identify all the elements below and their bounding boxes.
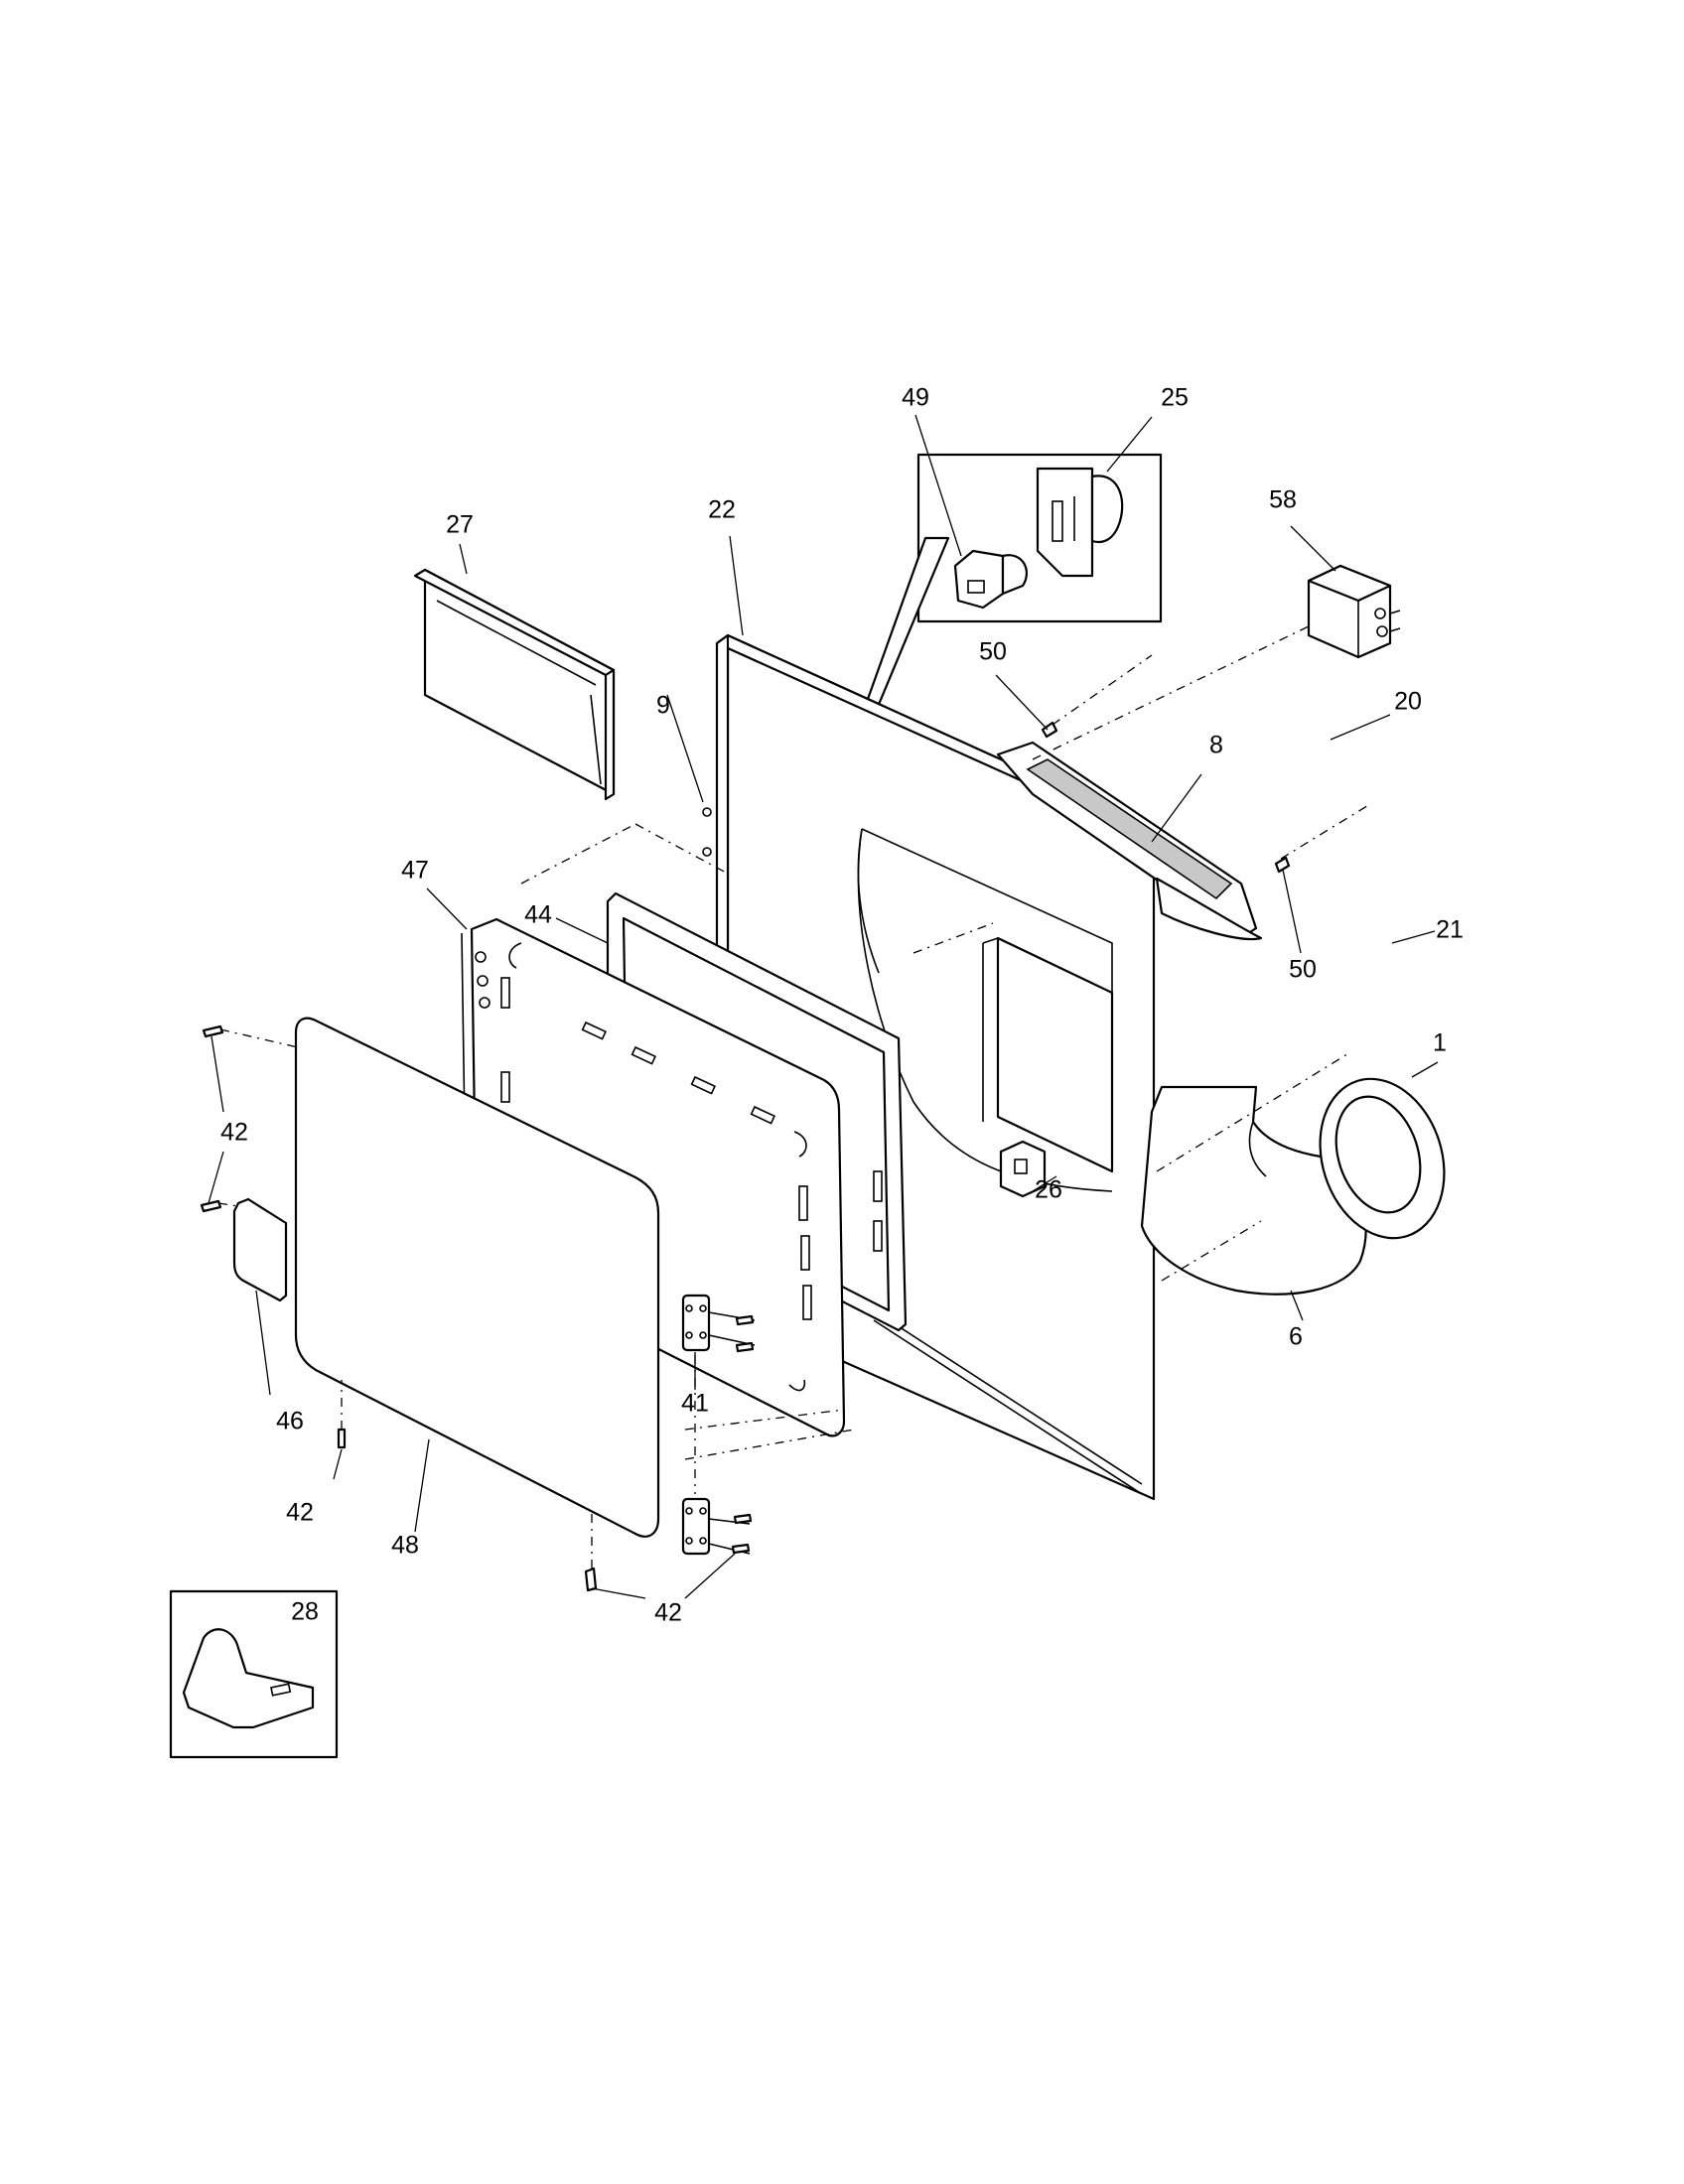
callout-6: 6: [1289, 1323, 1303, 1351]
callout-20: 20: [1394, 688, 1422, 716]
callout-44: 44: [524, 901, 552, 929]
screw-42-upper-right-a: [735, 1314, 755, 1326]
callout-41: 41: [681, 1390, 709, 1418]
callout-8: 8: [1209, 732, 1223, 759]
callout-42-upper-left: 42: [220, 1119, 248, 1147]
screw-50-upper: [1041, 721, 1058, 739]
part-46-cover-plate: [232, 1197, 288, 1302]
screw-42-mid-left: [200, 1199, 222, 1213]
part-28-bracket: [182, 1628, 315, 1729]
part-1-ring-seal: [1319, 1077, 1446, 1240]
leader-lines: [208, 414, 1439, 1599]
part-41-hinge-upper: [681, 1294, 756, 1352]
callout-46: 46: [276, 1408, 304, 1435]
part-8-lint-screen: [996, 741, 1263, 940]
screw-42-upper-right-b: [735, 1341, 755, 1353]
assembly-lines: [217, 624, 1371, 1569]
callout-58: 58: [1269, 486, 1297, 514]
callout-42-bottom-left: 42: [286, 1499, 314, 1527]
part-41-hinge-lower: [681, 1497, 751, 1556]
part-58-thermostat: [1307, 564, 1401, 659]
part-48-outer-door: [294, 1017, 660, 1538]
screw-42-top-left: [202, 1024, 224, 1038]
callout-28: 28: [291, 1598, 319, 1626]
callout-49: 49: [902, 384, 929, 412]
screw-42-lower-right-c: [731, 1543, 751, 1555]
screw-9-b: [702, 847, 712, 857]
callout-21: 21: [1436, 916, 1464, 944]
screw-42-lower-right-a: [584, 1567, 598, 1592]
part-25-door-strike: [1036, 467, 1124, 578]
screw-9-a: [702, 807, 712, 817]
part-26-door-switch: [999, 1140, 1047, 1198]
callout-50-lower: 50: [1289, 956, 1317, 984]
callout-48: 48: [391, 1532, 419, 1560]
callout-47: 47: [401, 857, 429, 885]
callout-9: 9: [656, 692, 670, 720]
callout-25: 25: [1161, 384, 1189, 412]
callout-27: 27: [446, 511, 474, 539]
screw-50-lower: [1274, 856, 1291, 874]
callout-26: 26: [1035, 1176, 1062, 1204]
screws: [200, 721, 1291, 1592]
part-47-door-liner: [461, 917, 846, 1437]
screw-42-lower-right-b: [733, 1513, 753, 1525]
callout-50-upper: 50: [979, 638, 1007, 666]
callout-42-bottom-right: 42: [654, 1599, 682, 1627]
part-27-top-panel: [413, 568, 616, 801]
part-49-door-catch: [953, 549, 1029, 610]
callout-22: 22: [708, 496, 736, 524]
screw-42-bottom: [337, 1428, 347, 1449]
callout-1: 1: [1433, 1029, 1447, 1057]
callout-numbers: 49 25 58 22 27 50 20 9 8 47 44 21 50 1 4…: [220, 384, 1464, 1627]
internal-bracket: [982, 936, 1114, 1173]
inset-detail-box-28: [169, 1589, 339, 1759]
part-6-blower-housing: [1140, 1085, 1367, 1296]
